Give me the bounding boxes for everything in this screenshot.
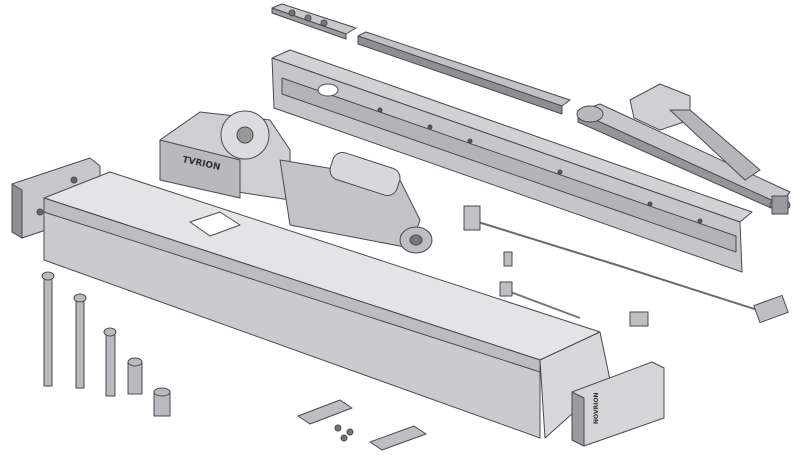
door-arm xyxy=(576,83,791,215)
power-cable xyxy=(463,205,789,324)
right-end-cap: NOVRION xyxy=(571,361,665,447)
slide-rail xyxy=(357,31,571,115)
mounting-plate xyxy=(271,3,357,40)
cover-profile xyxy=(43,171,611,439)
screws-and-spacers xyxy=(41,271,171,417)
svg-text:NOVRION: NOVRION xyxy=(593,392,600,424)
small-parts xyxy=(297,251,649,451)
drive-motor-unit: TVRION xyxy=(159,110,433,254)
mounting-track xyxy=(271,49,753,273)
